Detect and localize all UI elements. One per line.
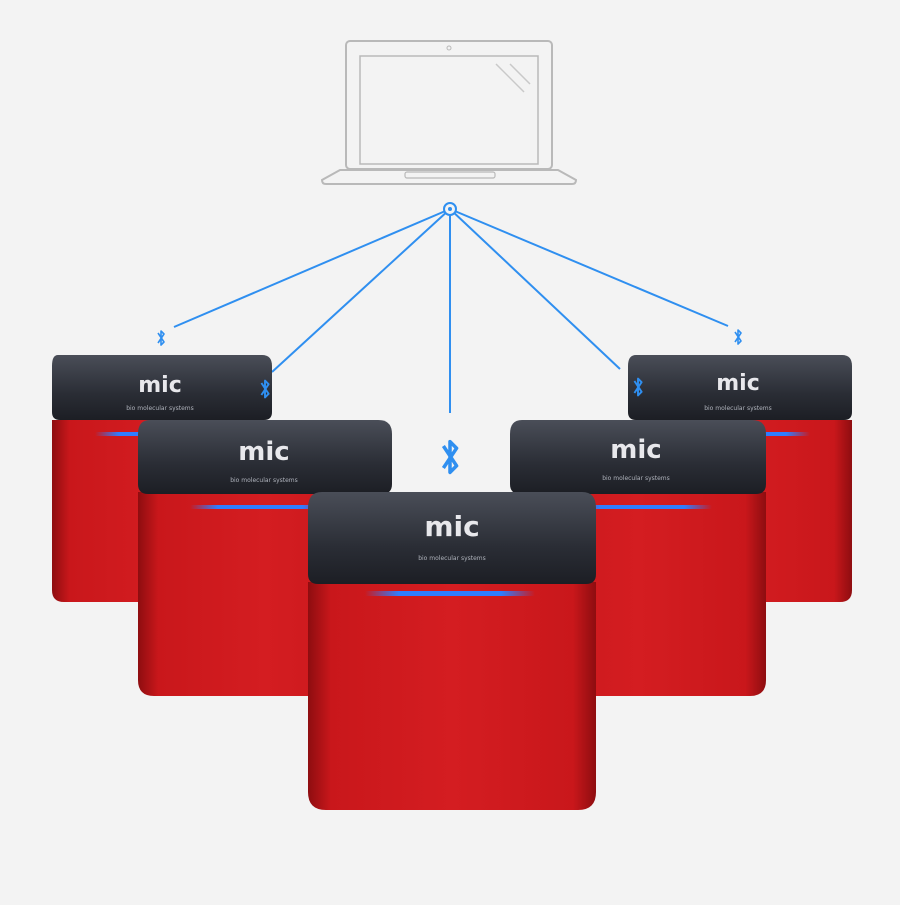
bluetooth-icon: [734, 329, 742, 345]
line-back-right: [449, 208, 729, 327]
laptop-icon: [320, 40, 578, 185]
device-brand: mic: [238, 437, 289, 467]
hub-node-icon: [443, 202, 457, 216]
line-middle-left: [271, 208, 451, 373]
bluetooth-icon: [157, 330, 165, 346]
device-brand: mic: [610, 435, 661, 465]
device-tag: bio molecular systems: [602, 475, 670, 482]
device-tag: bio molecular systems: [704, 405, 772, 412]
line-back-left: [173, 208, 451, 328]
device-brand: mic: [716, 371, 760, 396]
device-brand: mic: [138, 373, 182, 398]
connection-lines: [173, 208, 729, 413]
line-middle-right: [449, 208, 621, 370]
bluetooth-icon: [441, 439, 459, 475]
device-front-center: mic bio molecular systems: [308, 492, 596, 810]
device-brand: mic: [424, 510, 479, 543]
device-tag: bio molecular systems: [230, 477, 298, 484]
device-tag: bio molecular systems: [418, 555, 486, 562]
device-tag: bio molecular systems: [126, 405, 194, 412]
